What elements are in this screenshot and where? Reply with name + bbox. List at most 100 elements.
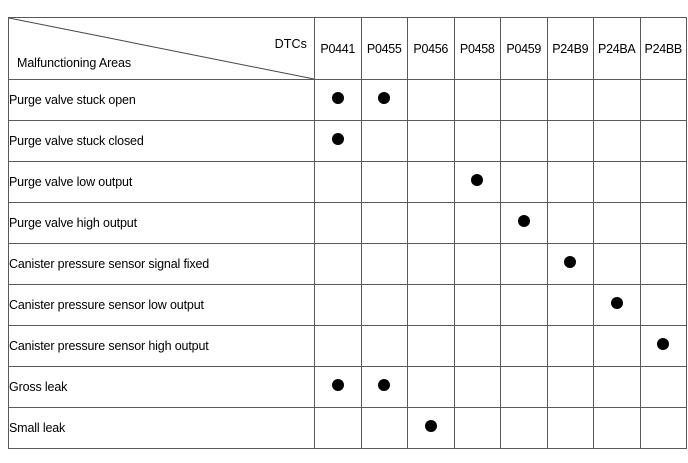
matrix-cell-empty bbox=[360, 161, 408, 203]
matrix-cell-empty bbox=[593, 325, 641, 367]
table-row: Small leak bbox=[8, 407, 687, 449]
header-row: DTCs Malfunctioning Areas P0441 P0455 P0… bbox=[8, 17, 687, 80]
matrix-cell-empty bbox=[639, 366, 687, 408]
table-row: Canister pressure sensor high output bbox=[8, 325, 687, 367]
matrix-cell-empty bbox=[453, 366, 501, 408]
column-header-dtc: P24BB bbox=[639, 17, 687, 80]
matrix-cell-empty bbox=[639, 161, 687, 203]
malfunctioning-area-label: Purge valve stuck open bbox=[8, 79, 315, 121]
matrix-cell-empty bbox=[500, 407, 548, 449]
matrix-cell-empty bbox=[407, 161, 455, 203]
filled-circle-dot-icon bbox=[378, 91, 391, 104]
filled-circle-dot-icon bbox=[564, 255, 577, 268]
matrix-cell-marked bbox=[546, 243, 594, 285]
corner-axis-cell: DTCs Malfunctioning Areas bbox=[8, 17, 315, 80]
matrix-cell-empty bbox=[500, 284, 548, 326]
table-row: Purge valve stuck open bbox=[8, 79, 687, 121]
matrix-cell-empty bbox=[360, 243, 408, 285]
matrix-cell-empty bbox=[593, 120, 641, 162]
matrix-cell-empty bbox=[546, 79, 594, 121]
filled-circle-dot-icon bbox=[331, 132, 344, 145]
matrix-cell-empty bbox=[500, 120, 548, 162]
malfunctioning-area-label: Canister pressure sensor signal fixed bbox=[8, 243, 315, 285]
filled-circle-dot-icon bbox=[331, 378, 344, 391]
column-axis-label: DTCs bbox=[274, 37, 307, 51]
matrix-cell-empty bbox=[407, 202, 455, 244]
matrix-cell-empty bbox=[639, 79, 687, 121]
matrix-cell-empty bbox=[639, 243, 687, 285]
matrix-cell-marked bbox=[453, 161, 501, 203]
matrix-cell-empty bbox=[407, 325, 455, 367]
matrix-cell-empty bbox=[593, 366, 641, 408]
matrix-cell-empty bbox=[500, 161, 548, 203]
column-header-dtc: P0441 bbox=[314, 17, 362, 80]
table-row: Purge valve stuck closed bbox=[8, 120, 687, 162]
row-axis-label: Malfunctioning Areas bbox=[17, 56, 132, 70]
matrix-cell-empty bbox=[593, 79, 641, 121]
matrix-cell-empty bbox=[639, 202, 687, 244]
matrix-cell-empty bbox=[314, 284, 362, 326]
column-header-dtc: P24BA bbox=[593, 17, 641, 80]
matrix-cell-empty bbox=[314, 325, 362, 367]
matrix-cell-empty bbox=[360, 202, 408, 244]
matrix-cell-empty bbox=[546, 202, 594, 244]
matrix-cell-empty bbox=[546, 366, 594, 408]
table-row: Purge valve high output bbox=[8, 202, 687, 244]
table-row: Canister pressure sensor low output bbox=[8, 284, 687, 326]
table-row: Canister pressure sensor signal fixed bbox=[8, 243, 687, 285]
matrix-cell-empty bbox=[593, 243, 641, 285]
matrix-cell-empty bbox=[546, 284, 594, 326]
malfunctioning-area-label: Purge valve stuck closed bbox=[8, 120, 315, 162]
matrix-cell-empty bbox=[360, 325, 408, 367]
matrix-cell-marked bbox=[593, 284, 641, 326]
matrix-cell-marked bbox=[360, 366, 408, 408]
filled-circle-dot-icon bbox=[610, 296, 623, 309]
matrix-cell-empty bbox=[546, 120, 594, 162]
dtc-malfunction-matrix-table: DTCs Malfunctioning Areas P0441 P0455 P0… bbox=[8, 17, 687, 449]
matrix-cell-empty bbox=[593, 161, 641, 203]
matrix-cell-empty bbox=[500, 325, 548, 367]
matrix-cell-empty bbox=[593, 407, 641, 449]
column-header-dtc: P0458 bbox=[453, 17, 501, 80]
matrix-cell-marked bbox=[314, 366, 362, 408]
matrix-cell-marked bbox=[407, 407, 455, 449]
matrix-cell-empty bbox=[593, 202, 641, 244]
matrix-cell-empty bbox=[314, 407, 362, 449]
column-header-dtc: P0459 bbox=[500, 17, 548, 80]
malfunctioning-area-label: Canister pressure sensor high output bbox=[8, 325, 315, 367]
filled-circle-dot-icon bbox=[424, 419, 437, 432]
matrix-cell-marked bbox=[360, 79, 408, 121]
matrix-cell-empty bbox=[546, 407, 594, 449]
table-row: Gross leak bbox=[8, 366, 687, 408]
matrix-cell-empty bbox=[453, 79, 501, 121]
matrix-cell-empty bbox=[360, 407, 408, 449]
matrix-cell-empty bbox=[639, 407, 687, 449]
matrix-cell-empty bbox=[500, 243, 548, 285]
matrix-cell-empty bbox=[360, 120, 408, 162]
matrix-cell-marked bbox=[639, 325, 687, 367]
malfunctioning-area-label: Purge valve high output bbox=[8, 202, 315, 244]
matrix-cell-empty bbox=[407, 120, 455, 162]
matrix-cell-empty bbox=[314, 202, 362, 244]
malfunctioning-area-label: Purge valve low output bbox=[8, 161, 315, 203]
matrix-cell-marked bbox=[500, 202, 548, 244]
malfunctioning-area-label: Gross leak bbox=[8, 366, 315, 408]
matrix-cell-empty bbox=[407, 243, 455, 285]
table-row: Purge valve low output bbox=[8, 161, 687, 203]
column-header-dtc: P24B9 bbox=[546, 17, 594, 80]
matrix-cell-empty bbox=[453, 202, 501, 244]
matrix-cell-marked bbox=[314, 79, 362, 121]
malfunctioning-area-label: Canister pressure sensor low output bbox=[8, 284, 315, 326]
matrix-cell-empty bbox=[314, 161, 362, 203]
matrix-cell-empty bbox=[500, 366, 548, 408]
matrix-cell-empty bbox=[314, 243, 362, 285]
matrix-cell-empty bbox=[453, 284, 501, 326]
matrix-cell-empty bbox=[407, 366, 455, 408]
matrix-cell-empty bbox=[453, 243, 501, 285]
matrix-cell-empty bbox=[407, 284, 455, 326]
filled-circle-dot-icon bbox=[657, 337, 670, 350]
filled-circle-dot-icon bbox=[378, 378, 391, 391]
matrix-cell-empty bbox=[360, 284, 408, 326]
